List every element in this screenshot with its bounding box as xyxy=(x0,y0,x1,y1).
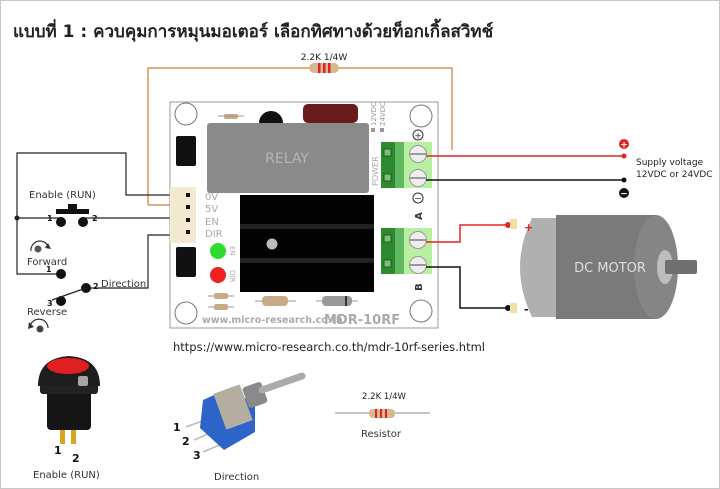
board-model: MDR-10RF xyxy=(324,313,400,328)
power-plus-icon: + xyxy=(412,129,424,142)
reverse-rotation-icon xyxy=(28,318,49,333)
pin-0v: 0V xyxy=(205,192,218,203)
voltage-jumpers: 12VDC 24VDC xyxy=(370,102,387,132)
input-connector xyxy=(170,187,196,243)
power-label: POWER xyxy=(371,156,380,186)
board-website: www.micro-research.co.th xyxy=(202,315,343,326)
toggle-pin3: 3 xyxy=(193,449,201,462)
resistor-value: 2.2K 1/4W xyxy=(362,392,406,402)
en-led xyxy=(210,243,226,259)
voltage-label-24: 24VDC xyxy=(379,102,387,126)
product-url[interactable]: https://www.micro-research.co.th/mdr-10r… xyxy=(173,340,485,354)
pin-en: EN xyxy=(205,217,219,228)
enable-switch-label: Enable (RUN) xyxy=(29,190,96,201)
relay xyxy=(207,123,369,193)
direction-pin1: 1 xyxy=(46,265,52,274)
supply-wires xyxy=(426,153,627,183)
enable-pin1: 1 xyxy=(47,214,53,223)
heatsink xyxy=(240,195,374,292)
motor-terminal[interactable] xyxy=(381,228,432,274)
motor-label: DC MOTOR xyxy=(574,261,646,276)
svg-text:−: − xyxy=(414,195,422,205)
motor-plus: + xyxy=(524,221,533,234)
direction-label: Direction xyxy=(101,279,146,290)
motor-wires xyxy=(426,222,511,311)
svg-text:−: − xyxy=(620,190,628,200)
toggle-pin1: 1 xyxy=(173,421,181,434)
pushbutton-pin1: 1 xyxy=(54,444,62,457)
pushbutton-label: Enable (RUN) xyxy=(33,470,100,481)
direction-pin3: 3 xyxy=(47,299,53,308)
reverse-label: Reverse xyxy=(27,307,67,318)
power-terminal[interactable] xyxy=(381,142,432,188)
page-title: แบบที่ 1 : ควบคุมการหมุนมอเตอร์ เลือกทิศ… xyxy=(13,22,494,42)
top-resistor xyxy=(309,63,339,73)
dir-led xyxy=(210,267,226,283)
resistor-label: Resistor xyxy=(361,429,402,440)
output-b-label: B xyxy=(414,283,425,291)
forward-rotation-icon xyxy=(30,240,51,253)
motor-minus: - xyxy=(524,303,529,316)
board-resistors xyxy=(208,293,358,310)
enable-pin2: 2 xyxy=(92,214,98,223)
supply-plus-icon: + xyxy=(619,139,629,151)
direction-switch-symbol[interactable] xyxy=(51,269,91,306)
output-a-label: A xyxy=(414,212,425,220)
voltage-label-12: 12VDC xyxy=(370,102,378,126)
relay-label: RELAY xyxy=(265,151,309,167)
enable-switch-symbol[interactable] xyxy=(56,204,89,227)
pushbutton-pin2: 2 xyxy=(72,452,80,465)
pushbutton-image xyxy=(38,356,100,444)
supply-minus-icon: − xyxy=(619,188,629,200)
dc-motor xyxy=(510,215,697,319)
toggle-label: Direction xyxy=(214,472,259,483)
junction-dot xyxy=(14,215,20,221)
power-minus-icon: − xyxy=(412,192,424,205)
dir-led-label: DIR xyxy=(228,270,236,282)
resistor-image xyxy=(335,409,430,418)
supply-label-line2: 12VDC or 24VDC xyxy=(636,170,713,180)
top-resistor-wire xyxy=(147,67,453,206)
svg-text:+: + xyxy=(620,141,628,151)
supply-label-line1: Supply voltage xyxy=(636,158,704,168)
switch-wiring xyxy=(16,152,173,289)
top-resistor-label: 2.2K 1/4W xyxy=(301,53,348,63)
toggle-switch-image xyxy=(185,372,306,453)
direction-pin2: 2 xyxy=(93,282,99,291)
toggle-pin2: 2 xyxy=(182,435,190,448)
forward-label: Forward xyxy=(27,257,67,268)
svg-text:+: + xyxy=(414,132,422,142)
pin-dir: DIR xyxy=(205,229,223,240)
pin-5v: 5V xyxy=(205,204,218,215)
en-led-label: EN xyxy=(228,246,236,256)
